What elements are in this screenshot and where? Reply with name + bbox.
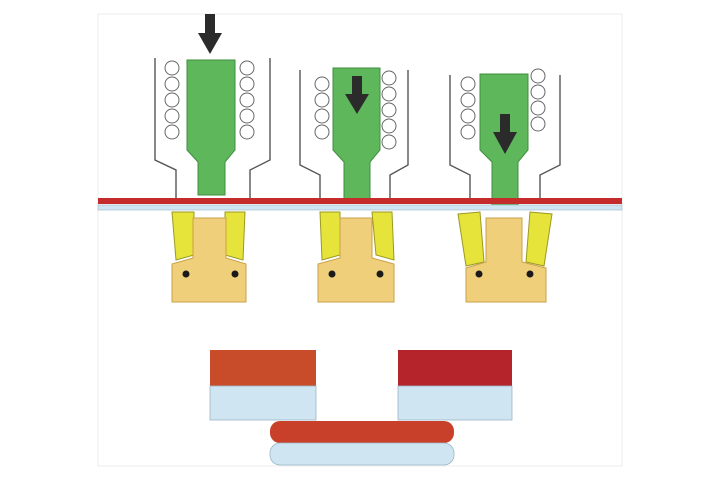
jaw-icon (371, 211, 395, 261)
housing-outline (449, 75, 561, 198)
joined-blue-strip (269, 442, 455, 466)
jaw-icon (457, 211, 485, 267)
down-arrow-icon (345, 76, 369, 114)
left-blue-slab (209, 385, 317, 421)
joined-red-strip (270, 421, 454, 443)
stage-2 (299, 67, 409, 303)
anvil-block (317, 217, 395, 303)
down-arrow-icon (198, 14, 222, 54)
down-arrow-icon (493, 114, 517, 154)
jaw-icon (224, 211, 246, 261)
anvil-block (171, 217, 247, 303)
right-red-slab (398, 350, 512, 386)
spring-icon (164, 60, 255, 140)
left-red-slab (210, 350, 316, 386)
blue-strip (97, 204, 623, 211)
right-blue-slab (397, 385, 513, 421)
spring-icon (460, 68, 546, 140)
jaw-icon (319, 211, 341, 261)
pivot-dot (182, 270, 190, 278)
pivot-dot (231, 270, 239, 278)
housing-outline (154, 58, 271, 198)
stage-1 (154, 14, 271, 303)
pivot-dot (376, 270, 384, 278)
jaw-icon (525, 211, 553, 267)
housing-outline (299, 70, 409, 198)
diagram-frame (97, 13, 623, 467)
anvil-block (465, 217, 547, 303)
spring-icon (314, 70, 397, 150)
punch-icon (186, 59, 236, 196)
pivot-dot (526, 270, 534, 278)
jaw-icon (171, 211, 195, 261)
red-strip (98, 198, 622, 204)
stage-3 (449, 68, 561, 303)
pivot-dot (475, 270, 483, 278)
pivot-dot (328, 270, 336, 278)
result-slabs (209, 350, 513, 466)
